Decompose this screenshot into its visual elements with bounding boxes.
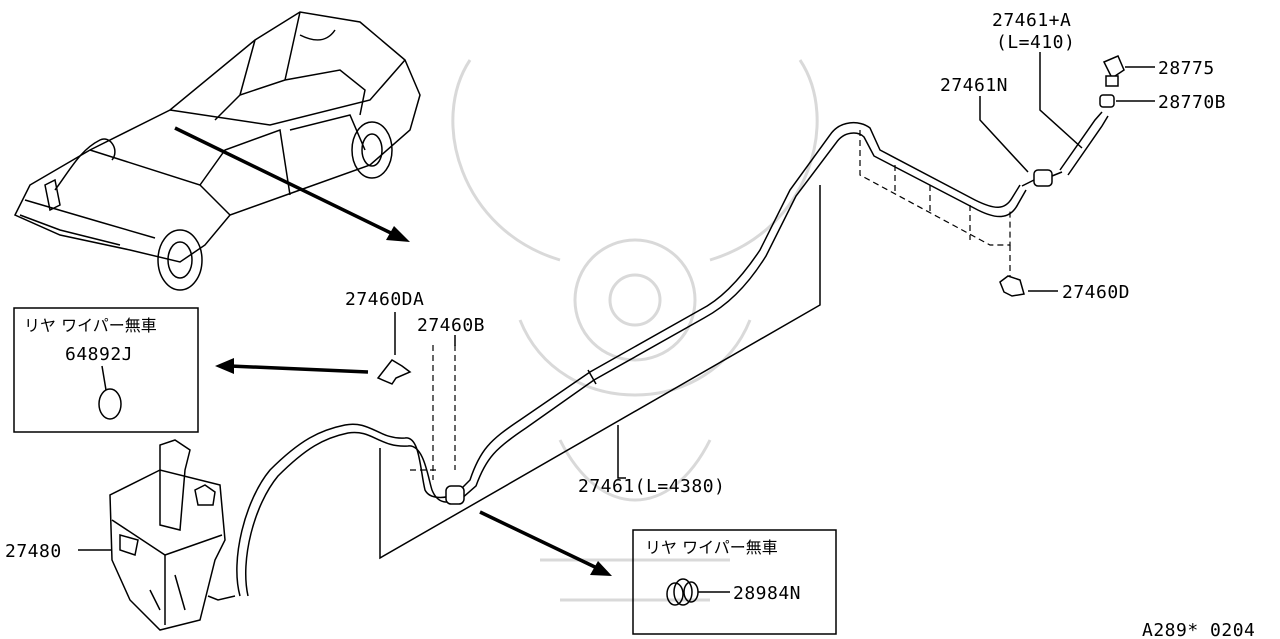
clip-27460DA bbox=[376, 359, 412, 385]
label-27461N: 27461N bbox=[940, 75, 1008, 96]
label-27460DA: 27460DA bbox=[345, 289, 424, 310]
check-valve-27461N bbox=[1021, 169, 1063, 187]
plug-64892J bbox=[98, 388, 122, 420]
grommet-28770B bbox=[1099, 94, 1115, 108]
label-28770B: 28770B bbox=[1158, 92, 1226, 113]
label-27461A-length: (L=410) bbox=[996, 32, 1075, 53]
grommet-28984N bbox=[666, 578, 699, 606]
washer-tank-27480 bbox=[109, 439, 226, 631]
hose-27461A bbox=[1059, 111, 1109, 176]
label-64892J: 64892J bbox=[65, 344, 133, 365]
nozzle-28775 bbox=[1102, 55, 1125, 87]
label-28984N: 28984N bbox=[733, 583, 801, 604]
diagram-code: A289* 0204 bbox=[1142, 620, 1255, 639]
label-27460B: 27460B bbox=[417, 315, 485, 336]
legend-box-right bbox=[632, 529, 837, 635]
callout-arrows bbox=[174, 126, 612, 576]
clip-27460D bbox=[999, 275, 1025, 297]
legend-left-title: リヤ ワイパー無車 bbox=[24, 316, 157, 335]
hose-27461 bbox=[207, 121, 1027, 601]
watermark-emblem bbox=[451, 59, 819, 602]
label-27461: 27461(L=4380) bbox=[578, 476, 725, 497]
label-27461A: 27461+A bbox=[992, 10, 1071, 31]
car-illustration bbox=[13, 11, 421, 291]
label-27480: 27480 bbox=[5, 541, 62, 562]
legend-right-title: リヤ ワイパー無車 bbox=[645, 538, 778, 557]
legend-box-left bbox=[13, 307, 199, 433]
leader-lines bbox=[78, 52, 1155, 593]
label-27460D: 27460D bbox=[1062, 282, 1130, 303]
reference-frame bbox=[379, 130, 1011, 560]
label-28775: 28775 bbox=[1158, 58, 1215, 79]
